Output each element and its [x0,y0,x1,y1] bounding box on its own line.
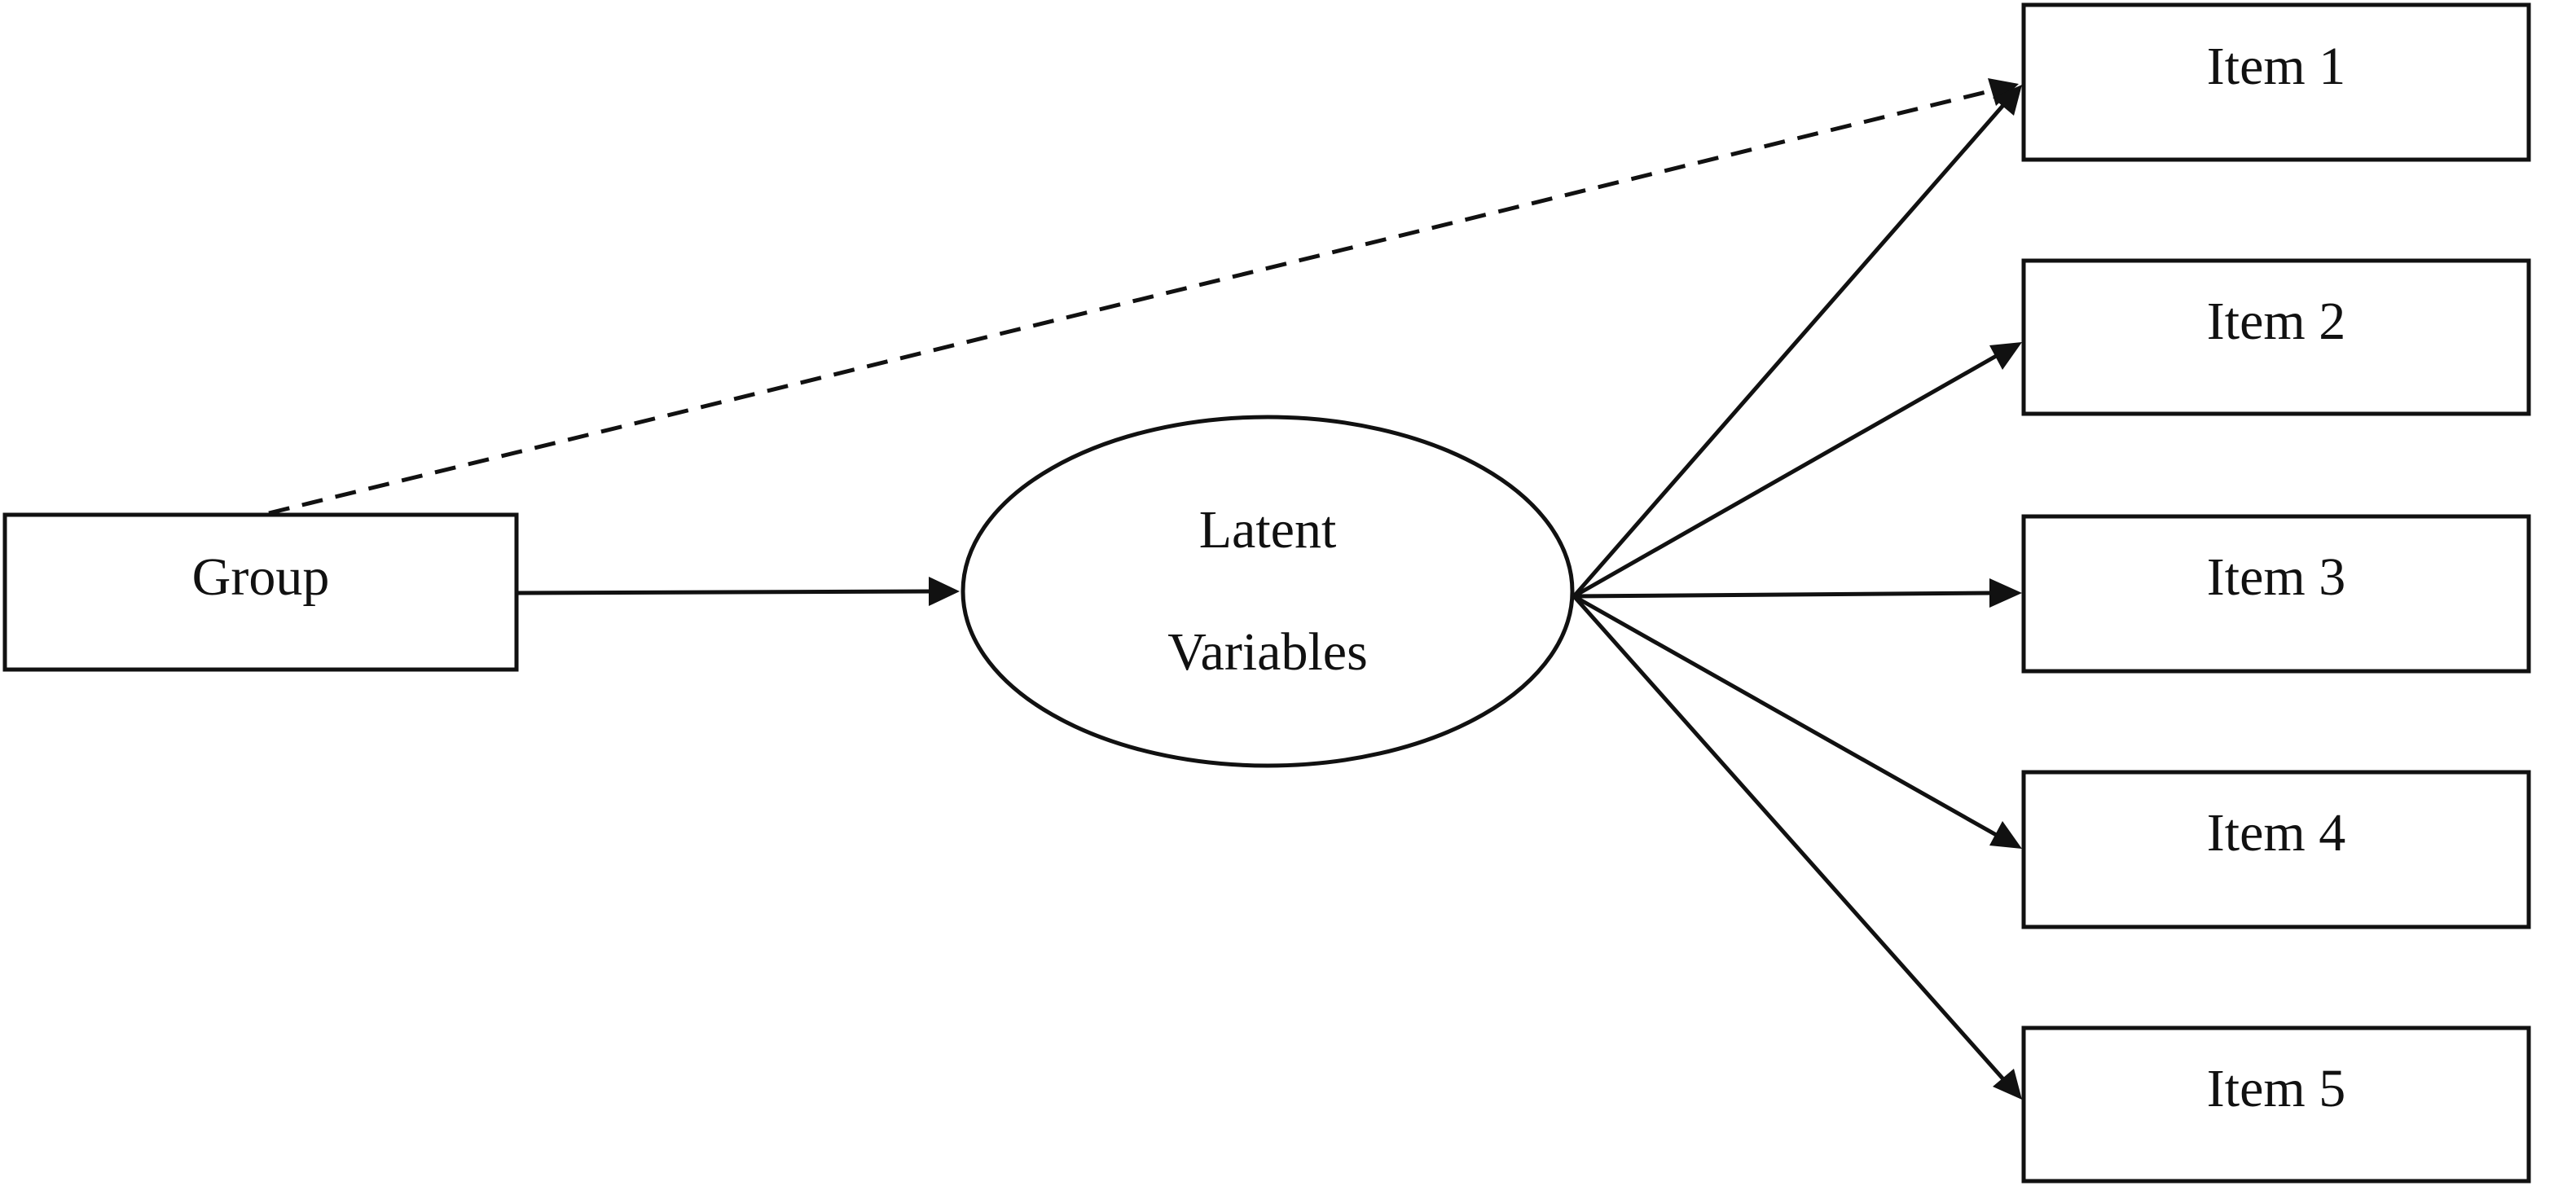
group-label: Group [192,547,330,607]
latent-label-line-1: Latent [1199,500,1337,560]
edge-latent-to-item-4 [1572,594,1999,838]
item-1-label: Item 1 [2207,37,2345,96]
edge-group-to-latent [517,589,934,595]
group-node: Group [2,512,519,672]
edge-latent-to-item-5 [1572,595,2006,1082]
item-nodes: Item 1 Item 2 Item 3 Item 4 Item 5 [2021,2,2531,1184]
edge-latent-to-item-1 [1572,103,2006,598]
edges [268,78,2022,1100]
edge-group-to-item-1 [268,87,1997,516]
latent-variables-node: Latent Variables [961,415,1575,768]
arrowhead-item-2 [1989,342,2022,370]
latent-label-line-2: Variables [1167,622,1368,682]
item-2-label: Item 2 [2207,292,2345,351]
item-1-node: Item 1 [2021,2,2531,162]
item-5-node: Item 5 [2021,1026,2531,1184]
item-3-label: Item 3 [2207,547,2345,607]
item-4-label: Item 4 [2207,803,2345,863]
edge-latent-to-item-3 [1573,591,1994,599]
item-5-label: Item 5 [2207,1059,2345,1118]
item-3-node: Item 3 [2021,514,2531,674]
item-4-node: Item 4 [2021,770,2531,929]
arrowhead-item-1 [1993,85,2022,116]
arrowhead-item-4 [1989,821,2022,849]
arrowhead-latent [929,577,960,606]
item-2-node: Item 2 [2021,258,2531,416]
edge-latent-to-item-2 [1572,353,1999,599]
arrowhead-item-5 [1993,1069,2022,1100]
arrowhead-item-3 [1989,578,2022,608]
